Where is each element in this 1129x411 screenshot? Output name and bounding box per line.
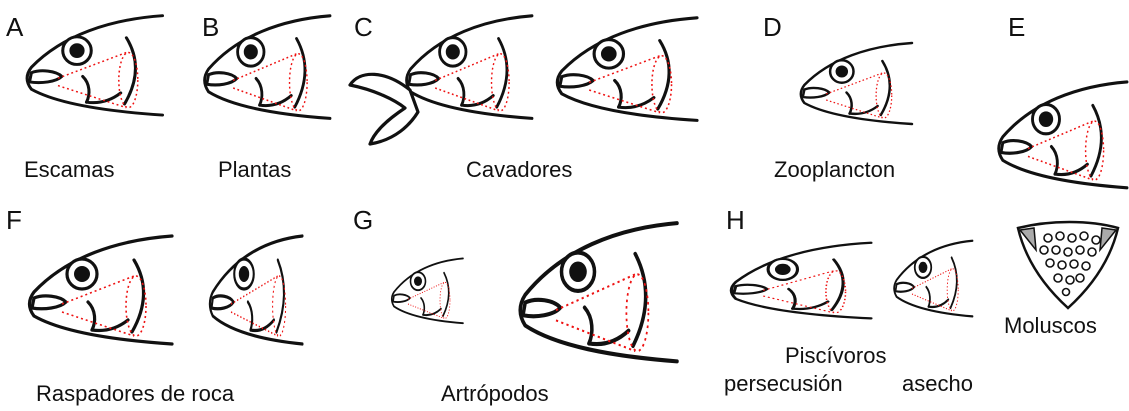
caption-moluscos: Moluscos (1004, 314, 1097, 338)
caption-plantas: Plantas (218, 158, 291, 182)
fish-head-icon (557, 18, 697, 121)
panel-letter-g: G (353, 207, 373, 233)
fish-head-icon (731, 243, 871, 319)
caption-asecho: asecho (902, 372, 973, 396)
fish-head-icon (210, 236, 303, 344)
fish-head-icon (894, 241, 972, 317)
fish-head-icon (205, 16, 330, 119)
fish-head-icon (27, 16, 162, 115)
panel-letter-a: A (6, 14, 23, 40)
fish-head-icon (801, 43, 912, 124)
panel-letter-b: B (202, 14, 219, 40)
caption-zooplancton: Zooplancton (774, 158, 895, 182)
pharyngeal-jaw-icon (1018, 222, 1118, 308)
fish-head-icon (520, 223, 677, 361)
caption-cavadores: Cavadores (466, 158, 572, 182)
panel-letter-h: H (726, 207, 745, 233)
panel-letter-f: F (6, 207, 22, 233)
panel-letter-d: D (763, 14, 782, 40)
fish-head-icon (392, 258, 463, 323)
panel-letter-c: C (354, 14, 373, 40)
panel-letter-e: E (1008, 14, 1025, 40)
fish-head-icon (407, 16, 532, 119)
caption-raspadores: Raspadores de roca (36, 382, 234, 406)
fish-head-icon (30, 236, 173, 344)
fish-head-icon (999, 82, 1127, 188)
caption-persecusion: persecusión (724, 372, 843, 396)
caption-escamas: Escamas (24, 158, 114, 182)
caption-artropodos: Artrópodos (441, 382, 549, 406)
caption-piscivoros: Piscívoros (785, 344, 886, 368)
